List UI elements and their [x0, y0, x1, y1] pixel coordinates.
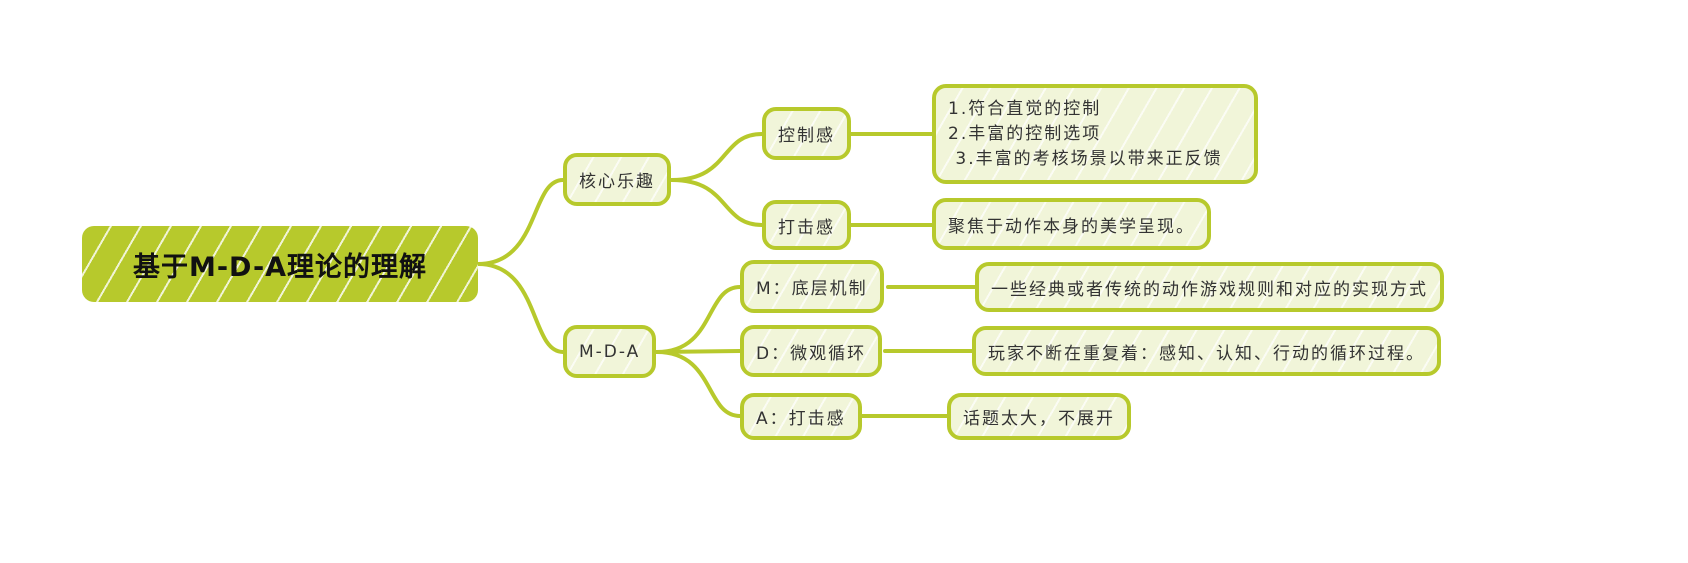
- node-label: D：微观循环: [756, 343, 867, 364]
- node-label: M：底层机制: [756, 279, 868, 299]
- root-node[interactable]: 基于M-D-A理论的理解: [82, 226, 478, 302]
- detail-control[interactable]: 1.符合直觉的控制 2.丰富的控制选项 3.丰富的考核场景以带来正反馈: [932, 84, 1258, 184]
- detail-line: 玩家不断在重复着：感知、认知、行动的循环过程。: [988, 343, 1425, 364]
- node-hit[interactable]: 打击感: [762, 200, 851, 250]
- node-label: A：打击感: [756, 409, 846, 429]
- detail-dynamics[interactable]: 玩家不断在重复着：感知、认知、行动的循环过程。: [972, 326, 1441, 376]
- node-label: 打击感: [778, 217, 835, 238]
- link-mda-m: [655, 285, 742, 354]
- node-label: M-D-A: [579, 341, 641, 362]
- node-mechanics[interactable]: M：底层机制: [740, 260, 884, 313]
- link-mda-a: [655, 350, 742, 418]
- root-label: 基于M-D-A理论的理解: [132, 251, 428, 283]
- node-mda[interactable]: M-D-A: [563, 325, 657, 378]
- link-core-control: [670, 132, 764, 182]
- detail-line: 1.符合直觉的控制: [948, 98, 1102, 119]
- detail-mechanics[interactable]: 一些经典或者传统的动作游戏规则和对应的实现方式: [975, 262, 1444, 312]
- node-control[interactable]: 控制感: [762, 107, 851, 160]
- node-dynamics[interactable]: D：微观循环: [740, 325, 883, 377]
- node-core-fun[interactable]: 核心乐趣: [563, 153, 671, 206]
- node-aesthetics[interactable]: A：打击感: [740, 393, 862, 440]
- node-label: 核心乐趣: [579, 172, 655, 192]
- link-core-hit: [670, 178, 764, 227]
- detail-line: 一些经典或者传统的动作游戏规则和对应的实现方式: [991, 279, 1428, 300]
- link-root-mda: [476, 262, 565, 354]
- detail-line: 话题太大，不展开: [963, 409, 1115, 429]
- detail-line: 2.丰富的控制选项: [948, 123, 1102, 144]
- detail-aesthetics[interactable]: 话题太大，不展开: [947, 393, 1131, 440]
- node-label: 控制感: [778, 126, 835, 146]
- detail-hit[interactable]: 聚焦于动作本身的美学呈现。: [932, 198, 1211, 250]
- link-root-core: [476, 178, 565, 266]
- detail-line: 聚焦于动作本身的美学呈现。: [948, 216, 1195, 237]
- detail-line: 3.丰富的考核场景以带来正反馈: [948, 148, 1223, 169]
